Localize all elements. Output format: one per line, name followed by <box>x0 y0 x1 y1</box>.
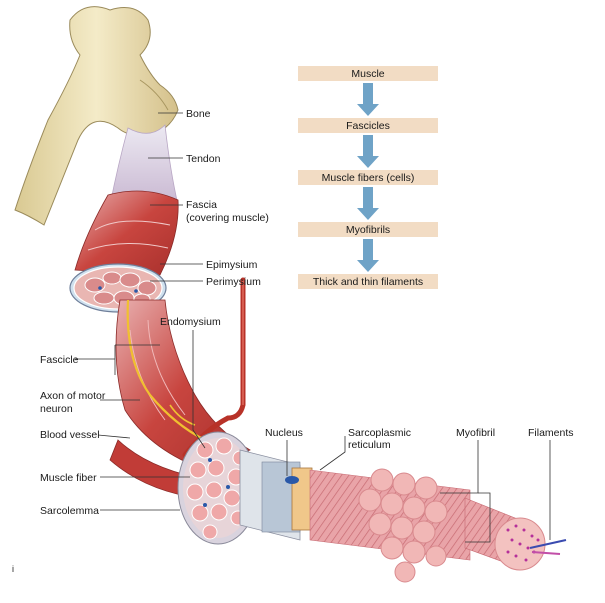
muscle-belly <box>74 190 179 276</box>
label-nucleus: Nucleus <box>265 427 303 439</box>
muscle-fiber-illustration <box>239 449 313 541</box>
single-myofibril <box>464 497 567 571</box>
flow-label-4: Thick and thin filaments <box>313 276 423 288</box>
fascicle-cross-section <box>177 431 259 545</box>
label-endomysium: Endomysium <box>160 316 221 328</box>
label-epimysium: Epimysium <box>206 259 258 271</box>
flow-arrow-1 <box>357 135 379 168</box>
flow-box-1 <box>298 118 438 133</box>
motor-neuron-axon <box>126 299 206 441</box>
flow-arrow-0 <box>357 83 379 116</box>
label-sarcoplasmic-line2: reticulum <box>348 439 391 451</box>
flow-arrow-3 <box>357 239 379 272</box>
flow-arrow-2 <box>357 187 379 220</box>
labels-layer: Bone Tendon Fascia (covering muscle) Epi… <box>12 108 574 574</box>
tendon-illustration <box>109 124 179 206</box>
label-fascicle: Fascicle <box>40 354 79 366</box>
label-tendon: Tendon <box>186 153 221 165</box>
label-perimysium: Perimysium <box>206 276 261 288</box>
label-bone: Bone <box>186 108 211 120</box>
flow-label-1: Fascicles <box>346 120 390 132</box>
label-fascia-line2: (covering muscle) <box>186 212 269 224</box>
label-blood-vessel: Blood vessel <box>40 429 100 441</box>
label-sarcolemma: Sarcolemma <box>40 505 99 517</box>
label-axon-line1: Axon of motor <box>40 390 106 402</box>
flow-label-2: Muscle fibers (cells) <box>322 172 415 184</box>
label-axon-line2: neuron <box>40 403 73 415</box>
flow-box-4 <box>298 274 438 289</box>
flow-box-2 <box>298 170 438 185</box>
flow-box-0 <box>298 66 438 81</box>
muscle-cross-section <box>69 263 167 313</box>
label-myofibril: Myofibril <box>456 427 495 439</box>
label-filaments: Filaments <box>528 427 574 439</box>
bone-illustration <box>14 6 179 226</box>
flow-label-0: Muscle <box>351 68 384 80</box>
corner-mark: i <box>12 564 14 574</box>
flow-label-3: Myofibrils <box>346 224 390 236</box>
label-muscle-fiber: Muscle fiber <box>40 472 97 484</box>
label-fascia-line1: Fascia <box>186 199 217 211</box>
label-sarcoplasmic-line1: Sarcoplasmic <box>348 427 411 439</box>
myofibril-bundle <box>309 468 471 583</box>
flow-box-3 <box>298 222 438 237</box>
